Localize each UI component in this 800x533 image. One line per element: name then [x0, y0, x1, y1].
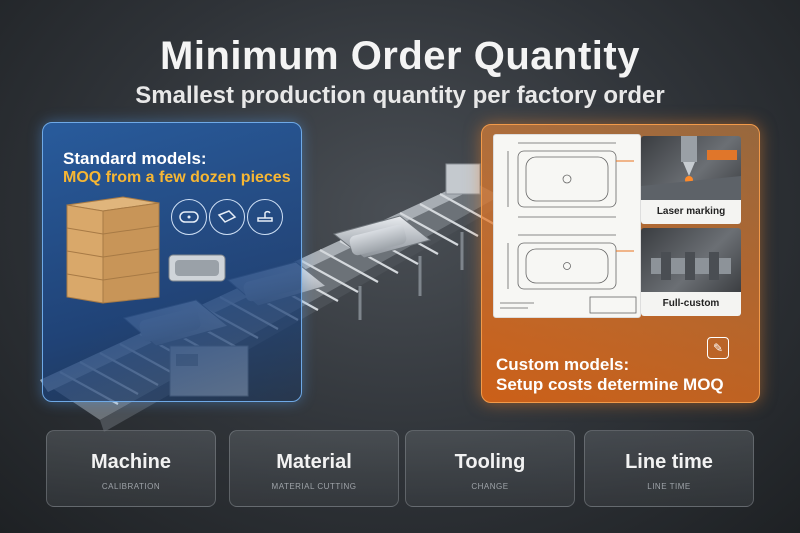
- cost-card-sublabel: CHANGE: [471, 482, 509, 491]
- standard-models-heading: Standard models:: [63, 149, 207, 168]
- round-sink-icon: [171, 199, 207, 235]
- page-title: Minimum Order Quantity: [160, 34, 640, 78]
- cost-card-label: Material: [276, 451, 352, 473]
- cost-card-sublabel: LINE TIME: [647, 482, 691, 491]
- cost-card-material: Material MATERIAL CUTTING: [229, 430, 399, 507]
- cost-card-tooling: Tooling CHANGE: [405, 430, 575, 507]
- sink-faucet-icon: [247, 199, 283, 235]
- technical-drawing: [493, 134, 641, 318]
- cost-card-label: Machine: [90, 451, 172, 473]
- cost-card-sublabel: CALIBRATION: [101, 482, 161, 491]
- laser-marking-caption: Laser marking: [641, 200, 741, 224]
- cost-card-label: Line time: [625, 451, 713, 473]
- cost-card-line-time: Line time LINE TIME: [584, 430, 754, 507]
- standard-models-panel: Standard models: MOQ from a few dozen pi…: [42, 122, 302, 402]
- edit-document-icon: ✎: [707, 337, 729, 359]
- cost-card-machine: Machine CALIBRATION: [46, 430, 216, 507]
- laser-marking-photo: Laser marking: [641, 136, 741, 224]
- custom-models-heading: Custom models:: [496, 355, 630, 374]
- square-sink-icon: [209, 199, 245, 235]
- stacked-boxes: [66, 196, 160, 304]
- custom-drawing-photo: Full-custom drawings: [641, 228, 741, 316]
- standard-moq-text: MOQ from a few dozen pieces: [63, 169, 291, 186]
- sink-product: [168, 254, 226, 282]
- custom-moq-text: Setup costs determine MOQ: [496, 375, 724, 394]
- full-custom-drawings-caption: Full-custom drawings: [641, 292, 741, 316]
- sink-on-belt: [332, 215, 432, 259]
- page-subtitle: Smallest production quantity per factory…: [135, 82, 665, 109]
- cost-card-label: Tooling: [454, 451, 526, 473]
- cost-card-sublabel: MATERIAL CUTTING: [271, 482, 357, 491]
